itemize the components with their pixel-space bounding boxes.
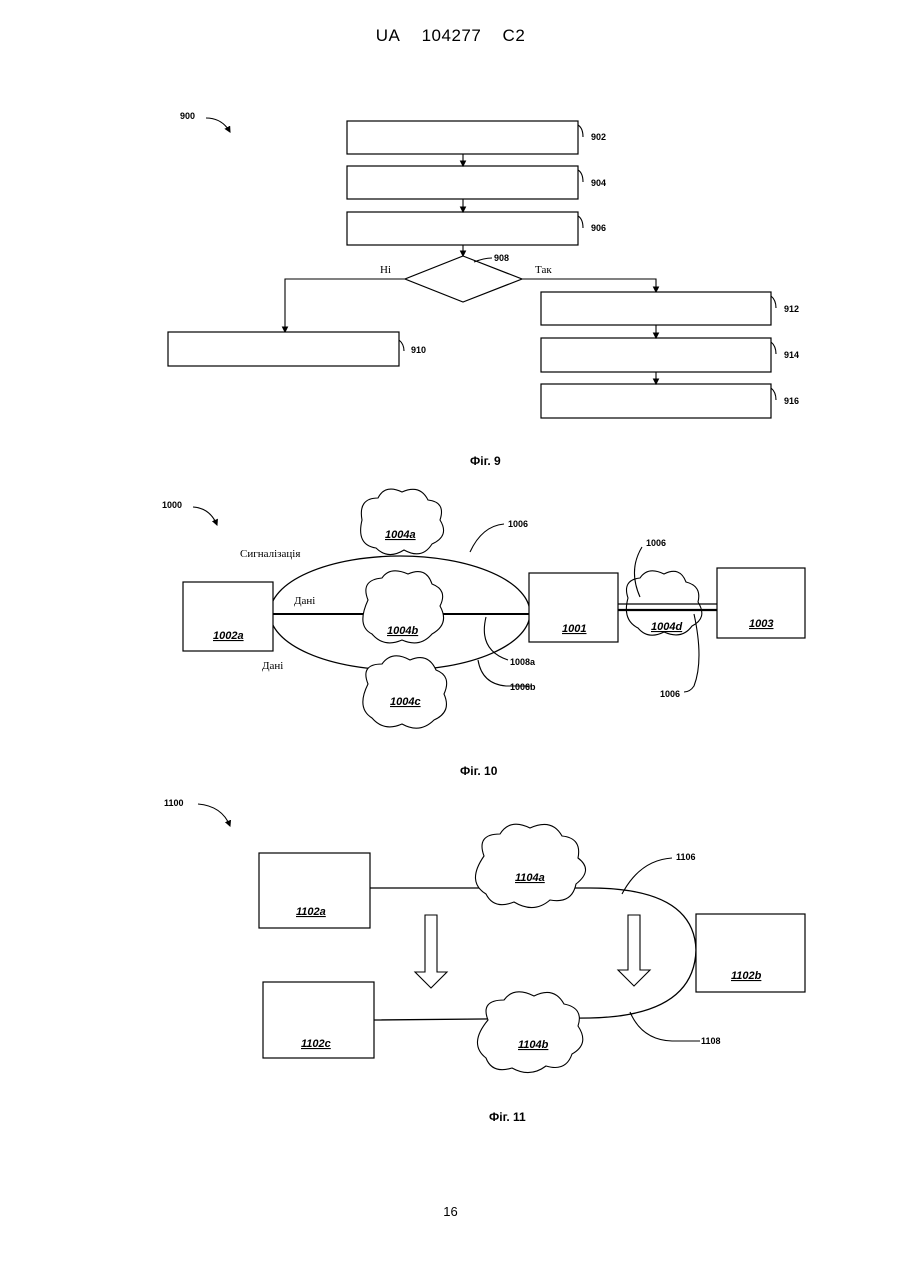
data-label-lower: Дані [262,660,283,672]
lead-916 [771,388,776,400]
arrow-down-left [415,915,447,988]
lead-910 [399,340,404,351]
node-1001-label: 1001 [562,623,586,635]
ref-1006-right-top: 1006 [646,538,666,548]
signaling-label: Сигналізація [240,548,300,560]
node-1003-label: 1003 [749,618,773,630]
node-1002a-label: 1002a [213,630,244,642]
arrow-down-right [618,915,650,986]
cloud-1004c [363,656,447,728]
lead-914 [771,342,776,354]
step-916-box [541,384,771,418]
no-branch-line [285,279,405,332]
label-912: 912 [784,304,799,314]
data-label-upper: Дані [294,595,315,607]
lead-906 [578,216,583,228]
cloud-1104a-label: 1104a [515,872,545,884]
lead-1108 [630,1012,700,1041]
figure-10: 1000 1002a 1001 1003 1004a 1004b 1004c 1… [162,489,805,778]
step-914-box [541,338,771,372]
ref-1106: 1106 [676,852,696,862]
lead-902 [578,125,583,137]
lead-912 [771,296,776,308]
fig11-ref-arrow [198,804,230,826]
ref-1006-top: 1006 [508,519,528,529]
step-910-box [168,332,399,366]
fig9-ref-arrow [206,118,230,132]
cloud-1104b [477,992,582,1073]
ref-1108: 1108 [701,1036,721,1046]
ref-1008a: 1008a [510,657,536,667]
cloud-1004a-label: 1004a [385,529,416,541]
step-912-box [541,292,771,325]
lead-908 [474,258,492,262]
label-916: 916 [784,396,799,406]
step-904-box [347,166,578,199]
label-914: 914 [784,350,799,360]
fig9-ref: 900 [180,111,195,121]
cloud-1004a [361,489,444,554]
cloud-1004c-label: 1004c [390,696,421,708]
cloud-1004b-label: 1004b [387,625,418,637]
ref-1006-right-bottom: 1006 [660,689,680,699]
label-910: 910 [411,345,426,355]
cloud-1104b-label: 1104b [518,1039,549,1051]
lead-904 [578,170,583,182]
no-branch-label: Ні [380,264,391,276]
label-902: 902 [591,132,606,142]
cloud-1104a [475,824,585,907]
yes-branch-line [522,279,656,292]
fig9-caption: Фіг. 9 [470,454,501,468]
figure-9: 900 902 904 906 908 Ні Так 910 912 914 [168,111,799,468]
page-number: 16 [0,1204,901,1219]
node-1102b-label: 1102b [731,970,762,982]
figure-11: 1100 1102a 1102b 1102c 1104a 1104b 1106 … [164,798,805,1124]
label-904: 904 [591,178,606,188]
node-1102c-label: 1102c [301,1038,331,1050]
fig11-ref: 1100 [164,798,184,808]
step-902-box [347,121,578,154]
fig10-caption: Фіг. 10 [460,764,498,778]
lead-1106 [622,858,672,894]
ref-1006b: 1006b [510,682,536,692]
fig10-ref: 1000 [162,500,182,510]
inner-arc-1008a [484,617,508,660]
yes-branch-label: Так [535,264,552,276]
step-906-box [347,212,578,245]
label-906: 906 [591,223,606,233]
fig10-ref-arrow [193,507,217,525]
label-908: 908 [494,253,509,263]
node-1102a-label: 1102a [296,906,326,918]
lead-1006-top [470,524,504,552]
fig11-caption: Фіг. 11 [489,1110,526,1124]
cloud-1004d-label: 1004d [651,621,682,633]
